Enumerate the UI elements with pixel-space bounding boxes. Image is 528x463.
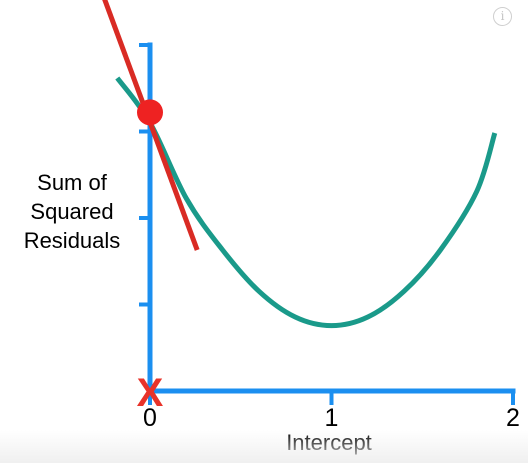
info-icon[interactable]: i [493,7,512,26]
x-marker: X [137,371,164,415]
x-tick-label: 1 [325,404,339,432]
x-axis-label: Intercept [286,430,372,455]
y-axis-label-line: Squared [30,199,113,224]
sum-of-squared-residuals-curve [115,76,498,329]
x-tick-label: 2 [506,404,520,432]
x-tick-label: 0 [143,404,157,432]
y-axis-label-line: Residuals [24,228,121,253]
marker-layer: X [137,99,164,415]
highlight-point [137,99,163,126]
y-axis-label-line: Sum of [37,170,108,195]
series-layer [102,0,498,329]
